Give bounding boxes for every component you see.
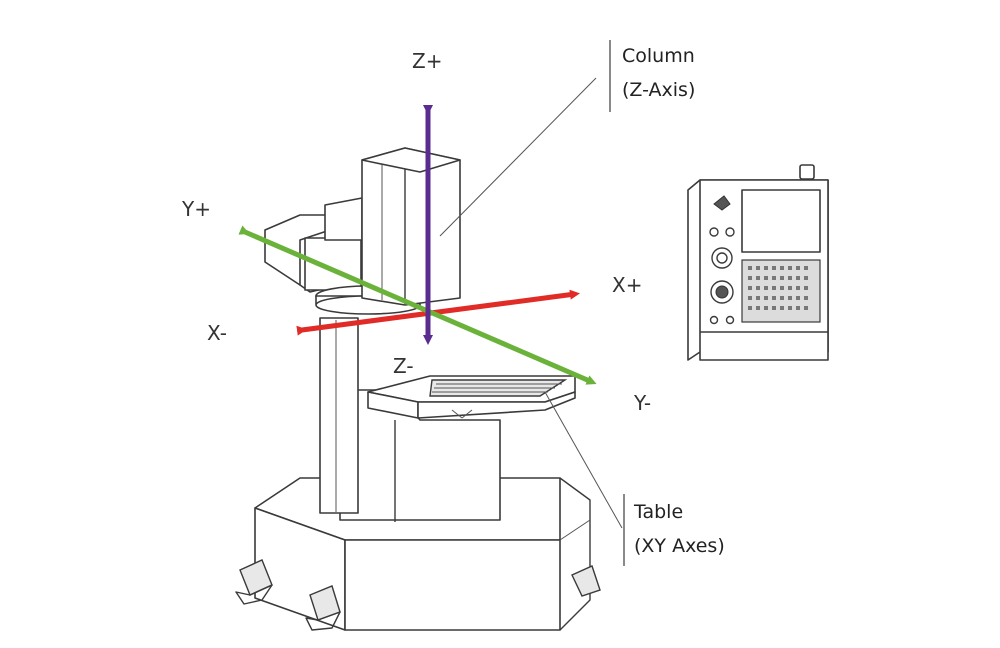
column-leader-line [439,77,597,237]
control-panel-pendant [687,164,829,361]
machine-feet [235,559,601,631]
spindle-head [264,147,461,315]
table-callout-line2: (XY Axes) [634,535,725,557]
y-plus-label: Y+ [181,197,211,221]
column-callout-line1: Column [622,45,695,67]
column-callout-line2: (Z-Axis) [622,79,695,101]
table-callout-line1: Table [633,501,683,523]
x-plus-label: X+ [612,273,642,297]
x-minus-label: X- [207,321,227,345]
z-minus-label: Z- [393,354,414,378]
axis-arrows [238,105,597,385]
machine-table [367,375,576,419]
machine-column [319,317,359,514]
table-leader-line [544,391,623,529]
cnc-machine-illustration [235,40,829,631]
y-minus-label: Y- [633,391,651,415]
z-plus-label: Z+ [412,49,442,73]
y-axis-arrow [238,225,597,385]
